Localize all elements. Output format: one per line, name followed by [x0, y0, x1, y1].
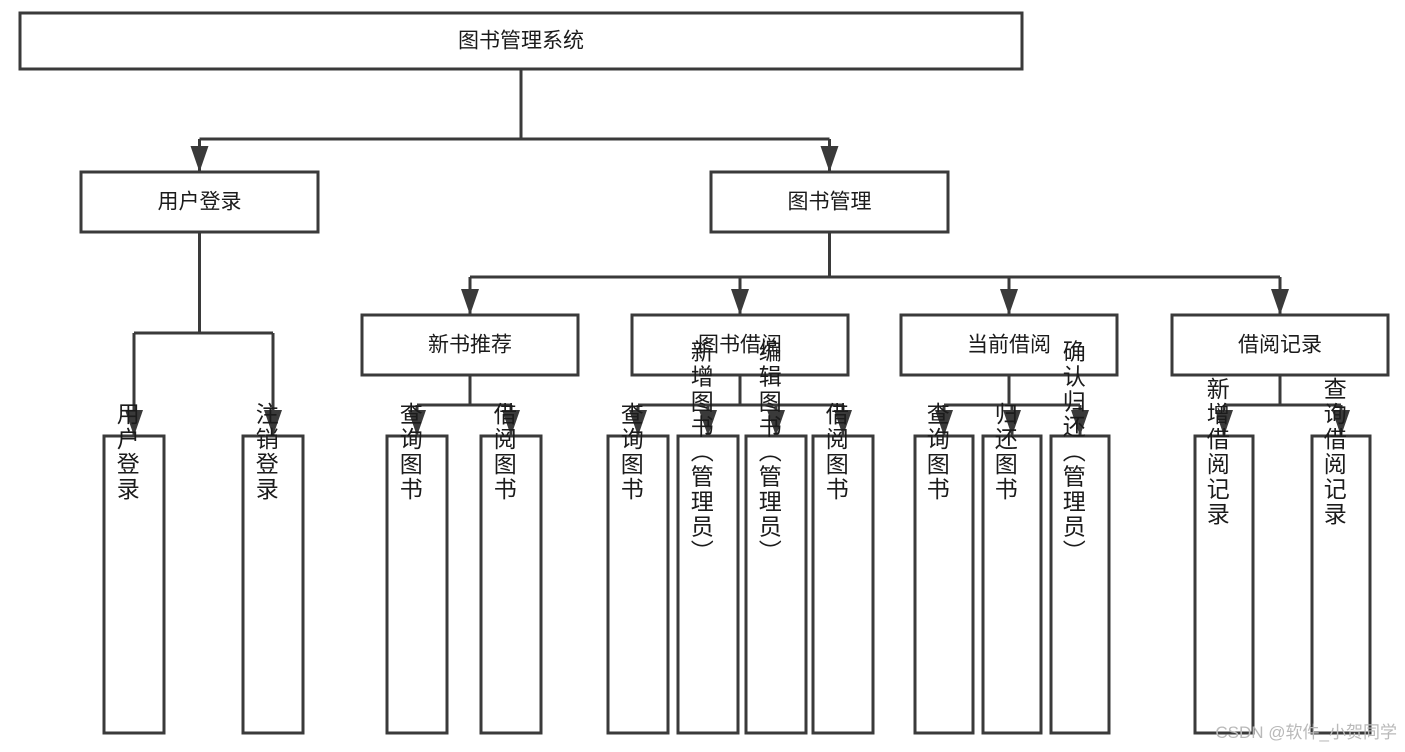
connector-group-borrow-record — [1215, 375, 1350, 436]
node-leaf-query-book-cur[interactable]: 查询图书 — [913, 402, 975, 735]
node-label-root: 图书管理系统 — [458, 30, 584, 53]
node-leaf-borrow-book-brw[interactable]: 借阅图书 — [811, 402, 875, 735]
node-label-leaf-query-record: 查询借阅记录 — [1320, 377, 1347, 527]
arrow-head-leaf-add-book — [699, 410, 717, 436]
node-label-leaf-query-book-cur: 查询图书 — [923, 402, 950, 502]
node-book-manage[interactable]: 图书管理 — [709, 170, 950, 234]
node-leaf-user-login[interactable]: 用户登录 — [102, 402, 166, 735]
node-leaf-add-book[interactable]: 新增图书（管理员） — [676, 340, 740, 735]
node-label-new-book-recommend: 新书推荐 — [428, 334, 512, 357]
node-user-login[interactable]: 用户登录 — [79, 170, 320, 234]
connector-group-root — [190, 69, 839, 172]
arrow-head-borrow-record — [1271, 289, 1289, 315]
connector-group-current-borrow — [935, 375, 1089, 436]
node-label-leaf-return-book: 归还图书 — [991, 402, 1018, 502]
node-leaf-confirm-return[interactable]: 确认归还（管理员） — [1049, 340, 1111, 735]
arrow-head-user-login — [190, 146, 209, 172]
node-label-leaf-edit-book: 编辑图书（管理员） — [755, 340, 782, 565]
node-borrow-record[interactable]: 借阅记录 — [1170, 313, 1390, 377]
arrow-head-current-borrow — [1000, 289, 1018, 315]
arrow-head-leaf-edit-book — [767, 410, 785, 436]
node-label-leaf-add-record: 新增借阅记录 — [1203, 377, 1230, 527]
node-label-borrow-record: 借阅记录 — [1238, 334, 1322, 357]
node-label-leaf-confirm-return: 确认归还（管理员） — [1059, 340, 1086, 565]
arrow-head-leaf-borrow-book-rec — [502, 410, 520, 436]
node-label-current-borrow: 当前借阅 — [967, 334, 1051, 357]
node-label-leaf-borrow-book-rec: 借阅图书 — [490, 402, 517, 502]
connector-group-book-borrow — [629, 375, 852, 436]
arrow-head-book-borrow — [731, 289, 749, 315]
node-leaf-borrow-book-rec[interactable]: 借阅图书 — [479, 402, 543, 735]
node-label-leaf-borrow-book-brw: 借阅图书 — [822, 402, 849, 502]
arrow-head-new-book-recommend — [461, 289, 479, 315]
node-label-leaf-query-book-rec: 查询图书 — [396, 402, 423, 502]
node-label-leaf-add-book: 新增图书（管理员） — [687, 340, 714, 565]
arrow-head-leaf-user-logout — [264, 410, 282, 436]
node-label-leaf-user-login: 用户登录 — [113, 402, 140, 502]
connector-layer — [125, 69, 1350, 436]
node-label-book-manage: 图书管理 — [788, 191, 872, 214]
node-leaf-user-logout[interactable]: 注销登录 — [241, 402, 305, 735]
node-root[interactable]: 图书管理系统 — [18, 11, 1024, 71]
node-new-book-recommend[interactable]: 新书推荐 — [360, 313, 580, 377]
arrow-head-leaf-borrow-book-brw — [834, 410, 852, 436]
arrow-head-leaf-add-record — [1215, 410, 1233, 436]
node-leaf-query-book-rec[interactable]: 查询图书 — [385, 402, 449, 735]
node-label-book-borrow: 图书借阅 — [698, 334, 782, 357]
node-label-user-login: 用户登录 — [158, 191, 242, 214]
arrow-head-book-manage — [820, 146, 839, 172]
arrow-head-leaf-query-book-rec — [408, 410, 426, 436]
arrow-head-leaf-query-book-cur — [935, 410, 953, 436]
node-leaf-return-book[interactable]: 归还图书 — [981, 402, 1043, 735]
arrow-head-leaf-return-book — [1003, 410, 1021, 436]
node-book-borrow[interactable]: 图书借阅 — [630, 313, 850, 377]
node-label-leaf-query-book-brw: 查询图书 — [617, 402, 644, 502]
node-leaf-add-record[interactable]: 新增借阅记录 — [1193, 377, 1255, 735]
node-current-borrow[interactable]: 当前借阅 — [899, 313, 1119, 377]
connector-group-new-book-recommend — [408, 375, 520, 436]
node-leaf-query-book-brw[interactable]: 查询图书 — [606, 402, 670, 735]
arrow-head-leaf-query-record — [1332, 410, 1350, 436]
node-leaf-edit-book[interactable]: 编辑图书（管理员） — [744, 340, 808, 735]
connector-group-user-login — [125, 232, 282, 436]
node-leaf-query-record[interactable]: 查询借阅记录 — [1310, 377, 1372, 735]
arrow-head-leaf-confirm-return — [1071, 410, 1089, 436]
node-layer: 图书管理系统用户登录图书管理新书推荐图书借阅当前借阅借阅记录用户登录注销登录查询… — [18, 11, 1390, 735]
node-label-leaf-user-logout: 注销登录 — [252, 402, 279, 502]
arrow-head-leaf-user-login — [125, 410, 143, 436]
connector-group-book-manage — [461, 232, 1289, 315]
arrow-head-leaf-query-book-brw — [629, 410, 647, 436]
